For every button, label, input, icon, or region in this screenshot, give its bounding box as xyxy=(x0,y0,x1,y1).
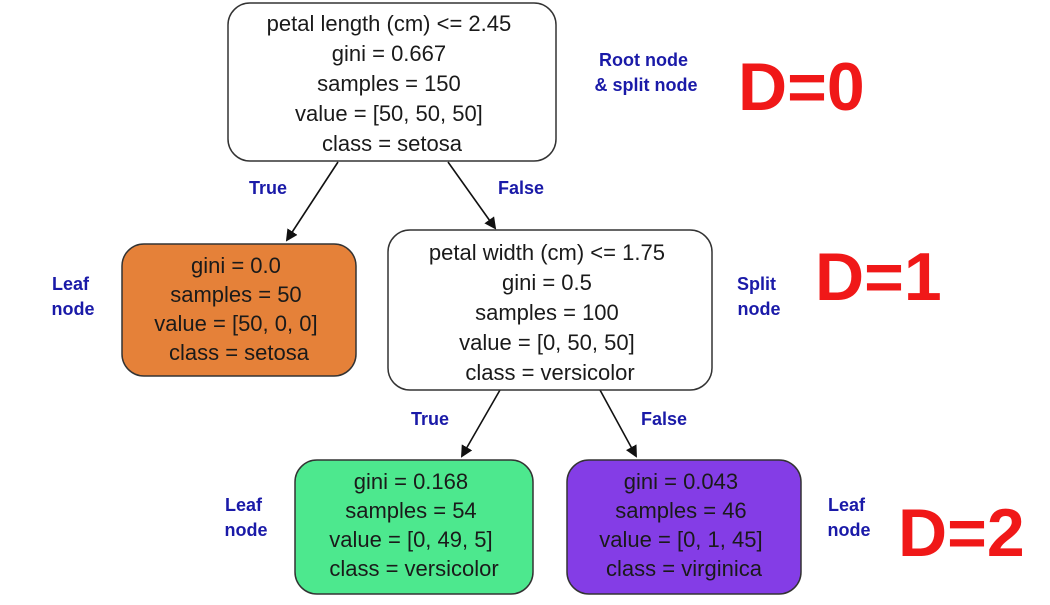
class-label: class = versicolor xyxy=(329,556,498,581)
side-label-line: node xyxy=(828,520,871,540)
node-text: gini = 0.0 samples = 50 value = [50, 0, … xyxy=(154,253,323,365)
tree-node-split: petal width (cm) <= 1.75 gini = 0.5 samp… xyxy=(387,229,713,391)
class-label: class = versicolor xyxy=(465,360,634,385)
side-label-line: Leaf xyxy=(225,495,263,515)
class-values: value = [0, 50, 50] xyxy=(459,330,635,355)
class-label: class = setosa xyxy=(322,131,463,156)
depth-label-d1: D=1 xyxy=(815,239,942,315)
class-label: class = virginica xyxy=(606,556,763,581)
samples-value: samples = 50 xyxy=(170,282,301,307)
edge-root-to-split xyxy=(447,161,497,230)
edges xyxy=(285,161,637,458)
node-box xyxy=(227,2,557,162)
node-text: gini = 0.043 samples = 46 value = [0, 1,… xyxy=(599,469,768,581)
class-values: value = [50, 0, 0] xyxy=(154,311,317,336)
gini-value: gini = 0.5 xyxy=(502,270,592,295)
side-label-root: Root node & split node xyxy=(595,50,698,95)
class-values: value = [0, 1, 45] xyxy=(599,527,762,552)
side-label-line: node xyxy=(225,520,268,540)
side-label-line: Leaf xyxy=(828,495,866,515)
side-label-left-leaf: Leaf node xyxy=(52,274,95,319)
class-label: class = setosa xyxy=(169,340,310,365)
node-box xyxy=(387,229,713,391)
edge-label-root-true: True xyxy=(249,178,287,198)
node-box xyxy=(294,459,534,595)
samples-value: samples = 150 xyxy=(317,71,461,96)
split-condition: petal width (cm) <= 1.75 xyxy=(429,240,665,265)
edge-split-to-versicolor-leaf xyxy=(461,389,501,458)
samples-value: samples = 46 xyxy=(615,498,746,523)
node-text: gini = 0.168 samples = 54 value = [0, 49… xyxy=(329,469,498,581)
side-label-versicolor-leaf: Leaf node xyxy=(225,495,268,540)
depth-label-d2: D=2 xyxy=(898,495,1025,571)
class-values: value = [0, 49, 5] xyxy=(329,527,492,552)
side-label-line: node xyxy=(738,299,781,319)
tree-node-root: petal length (cm) <= 2.45 gini = 0.667 s… xyxy=(227,2,557,162)
side-label-line: & split node xyxy=(595,75,698,95)
gini-value: gini = 0.667 xyxy=(332,41,446,66)
edge-split-to-virginica-leaf xyxy=(599,389,637,458)
side-label-line: Split xyxy=(737,274,776,294)
samples-value: samples = 100 xyxy=(475,300,619,325)
split-condition: petal length (cm) <= 2.45 xyxy=(267,11,512,36)
depth-labels: D=0 D=1 D=2 xyxy=(738,49,1025,571)
node-box xyxy=(121,243,357,377)
side-label-virginica-leaf: Leaf node xyxy=(828,495,871,540)
node-text: petal length (cm) <= 2.45 gini = 0.667 s… xyxy=(267,11,518,156)
node-text: petal width (cm) <= 1.75 gini = 0.5 samp… xyxy=(429,240,671,385)
edge-root-to-left-leaf xyxy=(285,161,339,242)
gini-value: gini = 0.168 xyxy=(354,469,468,494)
node-box xyxy=(566,459,802,595)
side-label-split: Split node xyxy=(737,274,781,319)
gini-value: gini = 0.0 xyxy=(191,253,281,278)
side-label-line: Root node xyxy=(599,50,688,70)
edge-label-root-false: False xyxy=(498,178,544,198)
tree-node-versicolor-leaf: gini = 0.168 samples = 54 value = [0, 49… xyxy=(294,459,534,595)
gini-value: gini = 0.043 xyxy=(624,469,738,494)
class-values: value = [50, 50, 50] xyxy=(295,101,483,126)
side-label-line: node xyxy=(52,299,95,319)
side-label-line: Leaf xyxy=(52,274,90,294)
edge-label-split-false: False xyxy=(641,409,687,429)
side-labels: Root node & split node Leaf node Split n… xyxy=(52,50,871,540)
depth-label-d0: D=0 xyxy=(738,49,865,125)
tree-node-virginica-leaf: gini = 0.043 samples = 46 value = [0, 1,… xyxy=(566,459,802,595)
edge-labels: True False True False xyxy=(249,178,687,429)
tree-node-left-leaf: gini = 0.0 samples = 50 value = [50, 0, … xyxy=(121,243,357,377)
samples-value: samples = 54 xyxy=(345,498,476,523)
edge-label-split-true: True xyxy=(411,409,449,429)
